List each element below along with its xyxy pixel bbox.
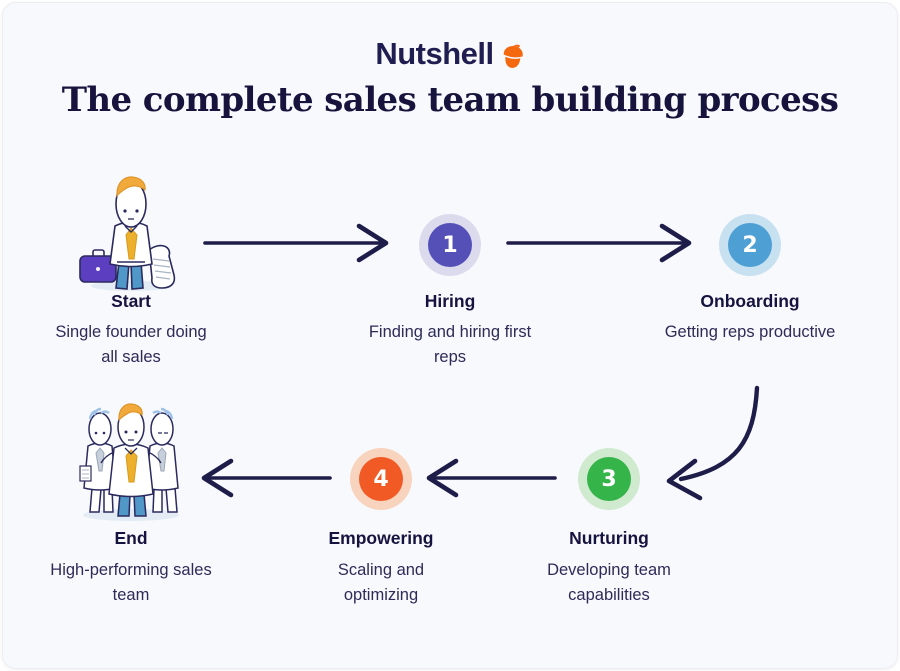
step-badge-nurturing: 3 xyxy=(578,448,640,510)
step-badge-hiring: 1 xyxy=(419,214,481,276)
page-title: The complete sales team building process xyxy=(61,80,839,120)
step-label-nurturing: Nurturing xyxy=(569,528,649,548)
logo-text: Nutshell xyxy=(375,36,494,71)
step-label-empowering: Empowering xyxy=(328,528,434,548)
briefcase-handle xyxy=(92,249,105,256)
step-number-1: 1 xyxy=(428,223,472,267)
step-label-onboarding: Onboarding xyxy=(700,291,800,311)
step-number-3: 3 xyxy=(587,457,631,501)
acorn-icon xyxy=(503,44,523,68)
step-label-end: End xyxy=(114,528,148,548)
step-label-hiring: Hiring xyxy=(424,291,476,311)
step-desc-onboarding: Getting reps productive xyxy=(664,323,836,341)
step-desc-start: Single founder doing all sales xyxy=(55,323,207,366)
single-founder-illustration xyxy=(79,176,176,291)
logo: Nutshell xyxy=(0,36,900,72)
tie xyxy=(125,227,138,260)
sales-team-illustration xyxy=(79,403,179,521)
step-desc-nurturing: Developing team capabilities xyxy=(547,561,671,604)
step-desc-empowering: Scaling and optimizing xyxy=(337,561,425,604)
step-desc-hiring: Finding and hiring first reps xyxy=(368,323,532,366)
step-number-4: 4 xyxy=(359,457,403,501)
task-list-scroll xyxy=(148,244,176,289)
step-badge-onboarding: 2 xyxy=(719,214,781,276)
step-badge-empowering: 4 xyxy=(350,448,412,510)
hair xyxy=(116,176,146,198)
step-label-start: Start xyxy=(111,291,151,311)
step-number-2: 2 xyxy=(728,223,772,267)
step-desc-end: High-performing sales team xyxy=(50,561,212,604)
